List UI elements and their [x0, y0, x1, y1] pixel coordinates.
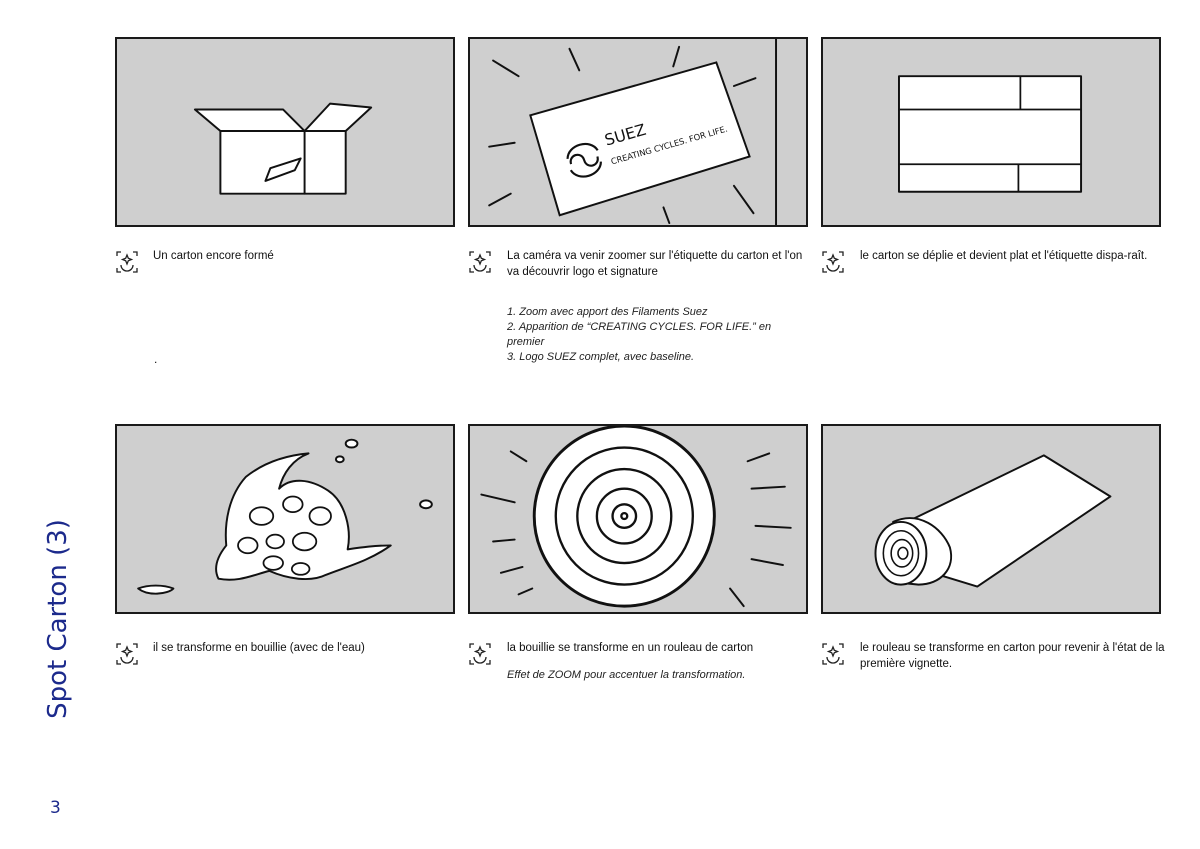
caption-frame-6: le rouleau se transforme en carton pour … — [860, 642, 1165, 670]
storyboard-frame-5 — [468, 424, 808, 614]
carton-roll-sketch — [874, 454, 1112, 588]
note-line: premier — [507, 336, 545, 348]
page-number: 3 — [50, 798, 61, 818]
box-sketch — [193, 102, 373, 195]
pulp-splash-sketch — [137, 438, 433, 595]
flat-carton-sketch — [898, 75, 1083, 193]
storyboard-frame-3 — [821, 37, 1161, 227]
roll-zoom-sketch — [480, 426, 792, 608]
suez-label-sketch: SUEZ CREATING CYCLES. FOR LIFE. — [488, 39, 778, 225]
caption-frame-4: il se transforme en bouillie (avec de l'… — [153, 642, 365, 654]
note-line: Effet de ZOOM pour accentuer la transfor… — [507, 669, 746, 681]
caption-frame-1: Un carton encore formé — [153, 250, 274, 262]
note-line: 3. Logo SUEZ complet, avec baseline. — [507, 351, 695, 363]
storyboard-frame-2: SUEZ CREATING CYCLES. FOR LIFE. — [468, 37, 808, 227]
camera-sparkle-icon — [468, 250, 492, 274]
camera-sparkle-icon — [115, 250, 139, 274]
note-frame-5: Effet de ZOOM pour accentuer la transfor… — [507, 668, 745, 683]
note-frame-2: 1. Zoom avec apport des Filaments Suez 2… — [507, 305, 771, 365]
camera-sparkle-icon — [115, 642, 139, 666]
note-line: 1. Zoom avec apport des Filaments Suez — [507, 306, 708, 318]
storyboard-frame-4 — [115, 424, 455, 614]
camera-sparkle-icon — [821, 250, 845, 274]
storyboard-frame-6 — [821, 424, 1161, 614]
caption-frame-2: La caméra va venir zoomer sur l'étiquett… — [507, 250, 803, 278]
stray-mark: . — [154, 352, 158, 366]
page-title: Spot Carton (3) — [43, 519, 73, 719]
storyboard-frame-1 — [115, 37, 455, 227]
camera-sparkle-icon — [821, 642, 845, 666]
note-line: 2. Apparition de “CREATING CYCLES. FOR L… — [507, 321, 772, 333]
caption-frame-5: la bouillie se transforme en un rouleau … — [507, 642, 754, 654]
caption-frame-3: le carton se déplie et devient plat et l… — [860, 250, 1148, 262]
camera-sparkle-icon — [468, 642, 492, 666]
